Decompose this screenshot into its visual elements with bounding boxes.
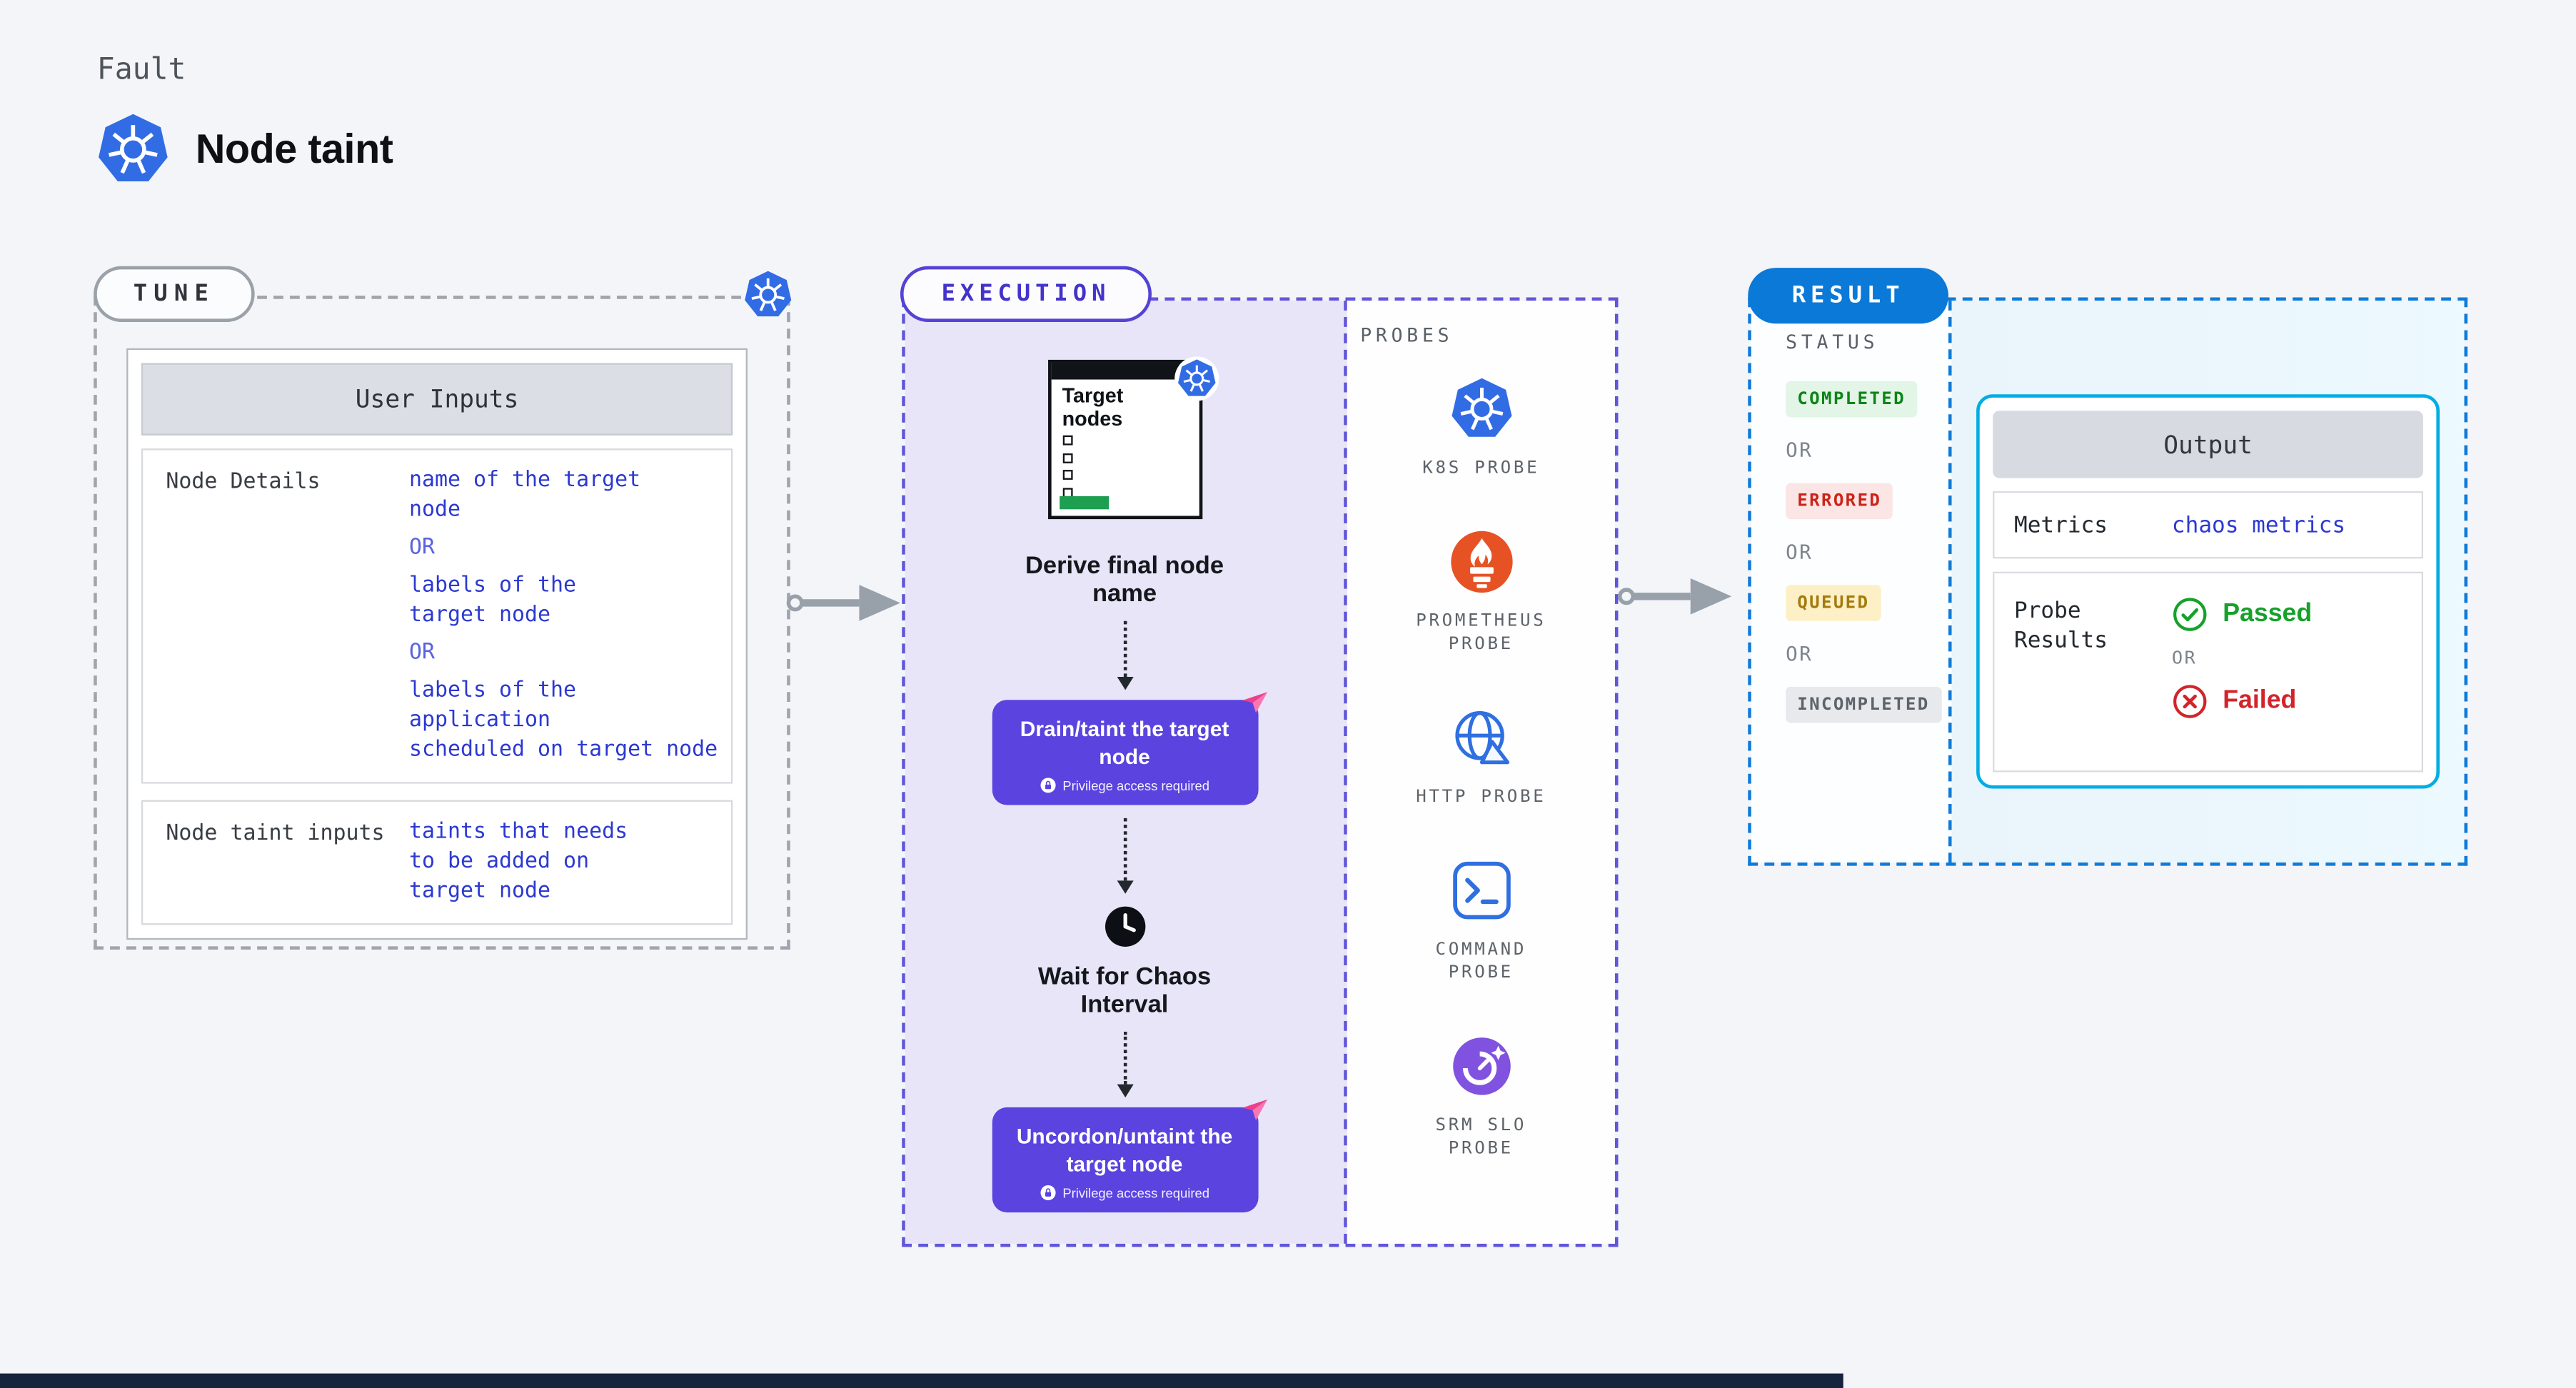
page-header: Node taint: [95, 111, 393, 187]
drain-taint-step: Drain/taint the target node Privilege ac…: [991, 700, 1258, 805]
probe-item-prometheus: PROMETHEUS PROBE: [1402, 529, 1560, 655]
slo-gauge-icon: [1448, 1033, 1514, 1099]
status-badge-completed: COMPLETED: [1786, 381, 1918, 418]
kubernetes-icon: [1448, 376, 1514, 442]
result-section-box: STATUS COMPLETED OR ERRORED OR QUEUED OR…: [1748, 297, 2468, 866]
checkbox-icon: [1062, 470, 1072, 480]
kubernetes-icon: [743, 269, 793, 320]
or-separator: OR: [1786, 540, 1813, 564]
fault-kicker: Fault: [96, 52, 186, 87]
metrics-label: Metrics: [2014, 511, 2108, 538]
user-inputs-table: User Inputs Node Details name of the tar…: [126, 348, 748, 940]
page-title: Node taint: [195, 126, 393, 172]
value-line: name of the target: [408, 468, 641, 493]
terminal-icon: [1448, 858, 1514, 923]
lock-icon: [1040, 777, 1056, 793]
value-line: labels of the: [408, 573, 577, 598]
derive-node-caption: Derive final node name: [1025, 552, 1224, 608]
prometheus-icon: [1448, 529, 1514, 595]
probe-results-label: Probe Results: [2014, 598, 2108, 654]
status-badge-queued: QUEUED: [1786, 585, 1881, 621]
status-badge-incompleted: INCOMPLETED: [1786, 686, 1941, 723]
step-label: Drain/taint the target node: [1020, 716, 1229, 769]
globe-icon: [1448, 705, 1514, 770]
status-column: STATUS COMPLETED OR ERRORED OR QUEUED OR…: [1751, 301, 1952, 863]
metrics-value: chaos metrics: [2171, 511, 2346, 538]
step-label: Uncordon/untaint the target node: [1016, 1123, 1233, 1177]
probe-item-command: COMMAND PROBE: [1402, 858, 1560, 984]
passed-line: Passed: [2172, 596, 2312, 633]
value-line: target node: [408, 879, 551, 904]
tune-pill: TUNE: [94, 266, 255, 322]
probe-results-row: Probe Results Passed OR Failed: [1993, 571, 2423, 773]
probe-item-k8s: K8S PROBE: [1402, 376, 1560, 480]
or-separator: OR: [2171, 647, 2198, 669]
check-circle-icon: [2172, 596, 2208, 633]
flow-arrow-down-icon: [1116, 818, 1133, 894]
output-box: Output Metrics chaos metrics Probe Resul…: [1976, 394, 2440, 789]
lock-icon: [1040, 1185, 1056, 1201]
value-line: taints that needs: [408, 820, 628, 845]
privilege-note: Privilege access required: [1005, 1185, 1244, 1201]
kubernetes-badge-icon: [1174, 356, 1219, 401]
or-separator: OR: [1786, 642, 1813, 665]
wait-interval-caption: Wait for Chaos Interval: [1037, 962, 1212, 1019]
probes-list: K8S PROBE PROMETHEUS PROBE HTTP PROBE CO…: [1402, 376, 1560, 1160]
row-value: taints that needs to be added on target …: [409, 818, 721, 907]
status-title: STATUS: [1786, 330, 1879, 353]
checkbox-icon: [1062, 452, 1072, 463]
output-area: Output Metrics chaos metrics Probe Resul…: [1951, 301, 2465, 863]
x-circle-icon: [2172, 683, 2208, 720]
privilege-note: Privilege access required: [1005, 777, 1244, 793]
execution-section-box: Target nodes Derive final node name Drai…: [902, 297, 1619, 1247]
row-label: Node taint inputs: [166, 821, 385, 847]
target-nodes-title: Target nodes: [1062, 384, 1124, 430]
or-separator: OR: [1786, 438, 1813, 462]
table-row-node-details: Node Details name of the target node OR …: [141, 448, 733, 784]
card-titlebar: [1050, 363, 1199, 380]
probe-results-value: Passed OR Failed: [2172, 596, 2312, 720]
probes-title: PROBES: [1360, 323, 1454, 347]
output-header: Output: [1993, 411, 2423, 478]
probe-item-http: HTTP PROBE: [1402, 705, 1560, 808]
pink-flag-icon: [1236, 683, 1271, 718]
execution-pill: EXECUTION: [900, 266, 1152, 322]
failed-line: Failed: [2172, 683, 2312, 720]
pink-flag-icon: [1236, 1090, 1271, 1125]
execution-flow-panel: Target nodes Derive final node name Drai…: [905, 301, 1347, 1244]
uncordon-untaint-step: Uncordon/untaint the target node Privile…: [991, 1107, 1258, 1213]
kubernetes-logo-icon: [95, 111, 171, 187]
value-line: node: [408, 498, 461, 523]
target-nodes-card: Target nodes: [1047, 356, 1219, 520]
bottom-dark-bar: [0, 1373, 1843, 1388]
result-pill: RESULT: [1748, 268, 1948, 324]
row-value: name of the target node OR labels of the…: [409, 466, 721, 765]
tune-section-box: [94, 296, 790, 950]
user-inputs-header: User Inputs: [141, 363, 733, 436]
progress-bar: [1058, 496, 1109, 510]
clock-icon: [1102, 904, 1147, 950]
value-line: to be added on: [408, 849, 590, 875]
probes-panel: PROBES K8S PROBE PROMETHEUS PROBE HTTP P…: [1347, 301, 1615, 1244]
execution-to-result-arrow-icon: [1616, 573, 1735, 619]
status-badge-errored: ERRORED: [1786, 483, 1893, 520]
checkbox-list: [1062, 435, 1072, 498]
tune-to-execution-arrow-icon: [785, 580, 904, 625]
table-row-node-taint-inputs: Node taint inputs taints that needs to b…: [141, 800, 733, 925]
value-line: target node: [408, 603, 551, 628]
value-line: scheduled on target node: [408, 738, 718, 763]
metrics-row: Metrics chaos metrics: [1993, 491, 2423, 559]
row-label: Node Details: [166, 470, 321, 495]
probe-item-srm-slo: SRM SLO PROBE: [1402, 1033, 1560, 1160]
value-line: labels of the application: [408, 678, 577, 733]
or-separator: OR: [408, 640, 435, 665]
flow-arrow-down-icon: [1116, 1032, 1133, 1098]
checkbox-icon: [1062, 435, 1072, 446]
flow-arrow-down-icon: [1116, 620, 1133, 690]
or-separator: OR: [408, 535, 435, 560]
